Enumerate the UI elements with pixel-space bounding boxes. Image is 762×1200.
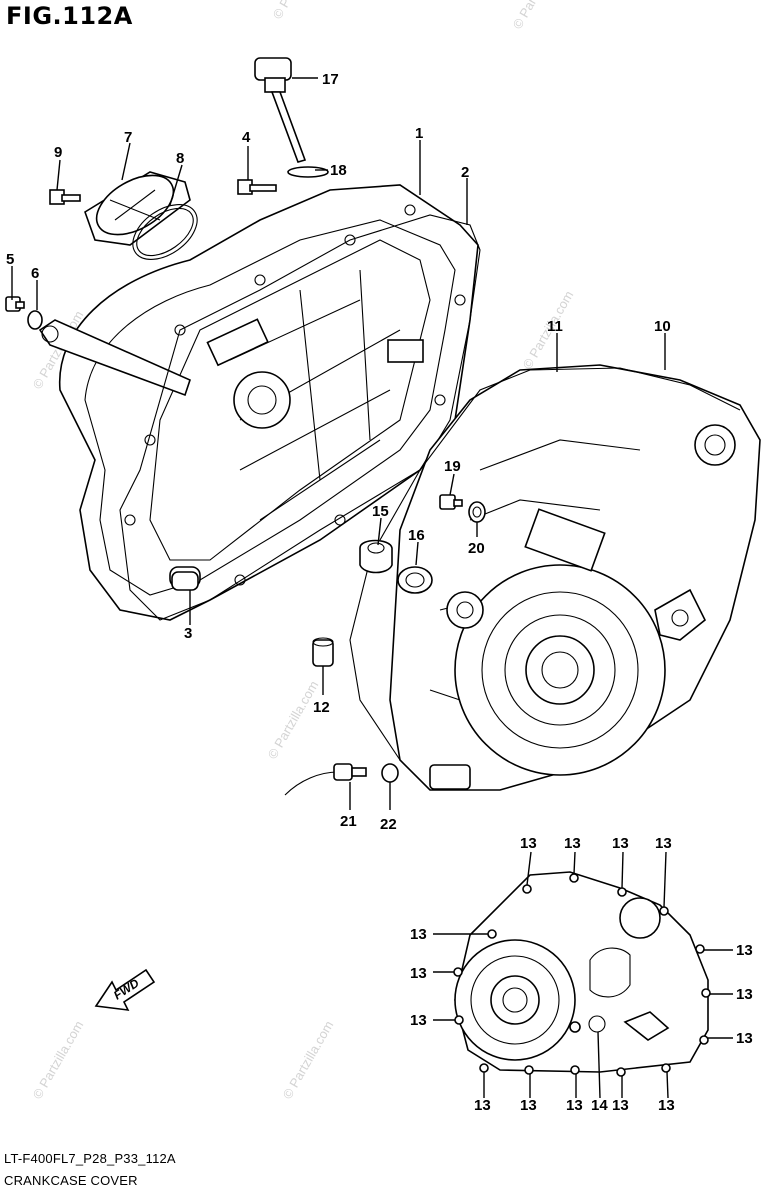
gasket-part-11 bbox=[349, 367, 741, 761]
washer-part-20 bbox=[468, 501, 486, 523]
callout-7: 7 bbox=[124, 129, 132, 146]
callout-14: 14 bbox=[591, 1097, 608, 1114]
figure-code: LT-F400FL7_P28_P33_112A bbox=[4, 1151, 176, 1166]
bolt-part-13 bbox=[570, 1065, 580, 1075]
bolt-part-13 bbox=[617, 887, 627, 897]
bolt-part-13 bbox=[661, 1063, 671, 1073]
callout-13: 13 bbox=[520, 835, 537, 852]
dowel-pin-part-3 bbox=[171, 571, 199, 591]
o-ring-part-18 bbox=[287, 166, 329, 178]
callout-13: 13 bbox=[474, 1097, 491, 1114]
oil-dipstick-part-17 bbox=[254, 57, 307, 163]
bolt-part-9 bbox=[49, 189, 81, 205]
callout-2: 2 bbox=[461, 164, 469, 181]
bolt-part-13 bbox=[701, 988, 711, 998]
callout-10: 10 bbox=[654, 318, 671, 335]
callout-15: 15 bbox=[372, 503, 389, 520]
washer-part-6 bbox=[27, 310, 43, 330]
bolt-part-13 bbox=[569, 873, 579, 883]
figure-title: FIG.112A bbox=[6, 2, 133, 30]
callout-18: 18 bbox=[330, 162, 347, 179]
callout-1: 1 bbox=[415, 125, 423, 142]
watermark-text: © Partzilla.com bbox=[280, 1018, 337, 1101]
callout-5: 5 bbox=[6, 251, 14, 268]
callout-13: 13 bbox=[612, 835, 629, 852]
callout-13: 13 bbox=[520, 1097, 537, 1114]
gasket-part-2 bbox=[119, 214, 481, 621]
callout-12: 12 bbox=[313, 699, 330, 716]
callout-4: 4 bbox=[242, 129, 251, 146]
callout-9: 9 bbox=[54, 144, 62, 161]
callout-3: 3 bbox=[184, 625, 192, 642]
plug-part-19 bbox=[439, 494, 463, 510]
bolt-part-13 bbox=[453, 967, 463, 977]
callout-13: 13 bbox=[736, 986, 753, 1003]
callout-20: 20 bbox=[468, 540, 485, 557]
callout-13: 13 bbox=[410, 1012, 427, 1029]
watermark-text: © Partzilla.com bbox=[265, 678, 322, 761]
watermark-text: © Partzilla.com bbox=[270, 0, 327, 22]
callout-13: 13 bbox=[410, 926, 427, 943]
callout-21: 21 bbox=[340, 813, 357, 830]
sensor-part-21 bbox=[284, 763, 367, 796]
bolt-part-13 bbox=[479, 1063, 489, 1073]
o-ring-part-16 bbox=[397, 566, 433, 594]
o-ring-part-8 bbox=[132, 204, 198, 260]
callout-17: 17 bbox=[322, 71, 339, 88]
plug-part-5 bbox=[5, 296, 25, 312]
washer-part-22 bbox=[381, 763, 399, 783]
bolt-part-13 bbox=[695, 944, 705, 954]
bolt-part-13 bbox=[487, 929, 497, 939]
watermark-text: © Partzilla.com bbox=[510, 0, 567, 32]
callout-22: 22 bbox=[380, 816, 397, 833]
bolt-part-13 bbox=[454, 1015, 464, 1025]
bolt-part-4 bbox=[237, 179, 277, 195]
bolt-part-13 bbox=[699, 1035, 709, 1045]
callout-13: 13 bbox=[410, 965, 427, 982]
callout-19: 19 bbox=[444, 458, 461, 475]
bolt-part-13 bbox=[524, 1065, 534, 1075]
callout-11: 11 bbox=[547, 318, 563, 335]
forward-direction-arrow: FWD bbox=[94, 968, 156, 1011]
callout-8: 8 bbox=[176, 150, 184, 167]
watermark-text: © Partzilla.com bbox=[30, 1018, 87, 1101]
callout-6: 6 bbox=[31, 265, 39, 282]
cover-bolt-layout-inset bbox=[453, 871, 711, 1077]
callout-13: 13 bbox=[566, 1097, 583, 1114]
callout-13: 13 bbox=[736, 942, 753, 959]
callout-16: 16 bbox=[408, 527, 425, 544]
leader-lines bbox=[11, 77, 733, 1099]
callout-13: 13 bbox=[612, 1097, 629, 1114]
callout-13: 13 bbox=[658, 1097, 675, 1114]
bolt-part-13 bbox=[616, 1067, 626, 1077]
callout-13: 13 bbox=[655, 835, 672, 852]
callout-13: 13 bbox=[564, 835, 581, 852]
bolt-part-14 bbox=[569, 1021, 581, 1033]
figure-name: CRANKCASE COVER bbox=[4, 1173, 138, 1188]
bolt-part-13 bbox=[659, 906, 669, 916]
callout-labels: 1 2 3 4 5 6 7 8 9 10 11 12 13 13 13 13 1… bbox=[6, 71, 753, 1114]
callout-13: 13 bbox=[736, 1030, 753, 1047]
crankcase-cover-right-part-10 bbox=[389, 364, 761, 791]
inspection-cap-part-7 bbox=[84, 171, 191, 246]
bolt-part-13 bbox=[522, 884, 532, 894]
dowel-pin-part-12 bbox=[312, 637, 334, 667]
plug-part-15 bbox=[359, 539, 393, 574]
